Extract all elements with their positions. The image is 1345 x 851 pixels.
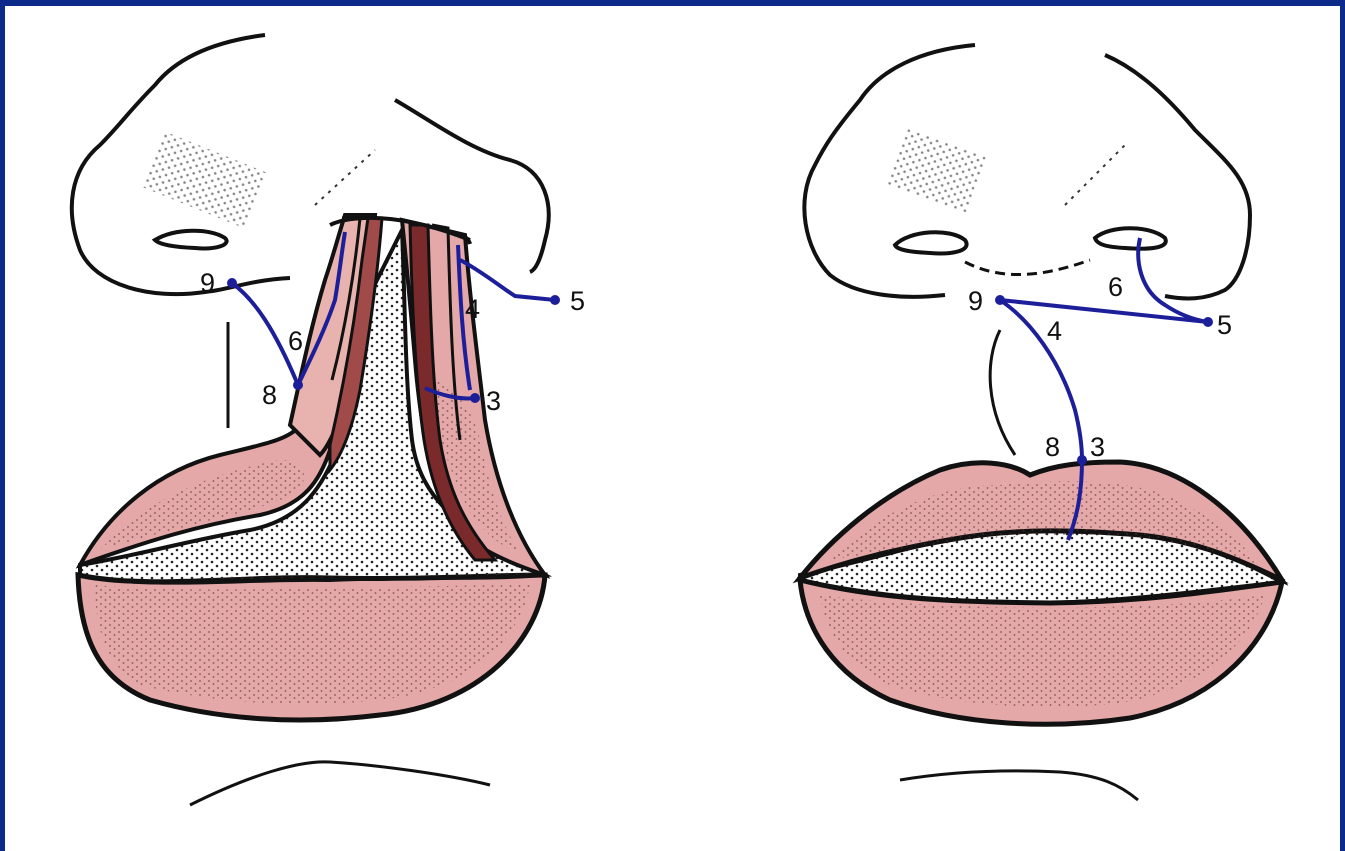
left-label-5: 5 — [570, 286, 585, 316]
left-figure-cleft-lip: 9 6 8 4 5 3 — [72, 35, 585, 805]
right-nose-dash — [1065, 145, 1125, 205]
left-chin-line — [190, 762, 490, 805]
right-suture-9-8 — [1000, 300, 1082, 460]
right-nostril-left — [895, 232, 967, 253]
right-label-8: 8 — [1045, 432, 1060, 462]
right-label-6: 6 — [1108, 272, 1123, 302]
left-label-6: 6 — [288, 326, 303, 356]
left-label-9: 9 — [200, 268, 215, 298]
right-suture-6-5 — [1138, 238, 1208, 322]
right-point-8-3 — [1077, 455, 1087, 465]
left-point-9 — [227, 278, 237, 288]
right-figure-repaired-lip: 9 6 5 4 8 3 — [800, 45, 1282, 800]
left-nose-shading — [143, 132, 267, 229]
left-point-5 — [550, 295, 560, 305]
left-nostril-left — [155, 231, 227, 249]
right-point-5 — [1203, 317, 1213, 327]
left-label-3: 3 — [486, 386, 501, 416]
right-nose-right-outline — [1105, 55, 1250, 298]
left-point-3 — [470, 393, 480, 403]
left-label-4: 4 — [465, 294, 480, 324]
right-columella-base — [965, 260, 1090, 275]
right-philtrum-ridge — [990, 330, 1015, 455]
right-chin-line — [900, 771, 1138, 800]
right-label-4: 4 — [1047, 316, 1062, 346]
right-nose-shading — [887, 128, 987, 213]
right-point-9 — [995, 295, 1005, 305]
right-label-5: 5 — [1217, 310, 1232, 340]
right-label-9: 9 — [968, 286, 983, 316]
left-nose-dash — [315, 150, 375, 205]
right-nostril-right — [1095, 228, 1166, 248]
left-point-8 — [293, 380, 303, 390]
left-label-8: 8 — [262, 380, 277, 410]
right-label-3: 3 — [1090, 432, 1105, 462]
